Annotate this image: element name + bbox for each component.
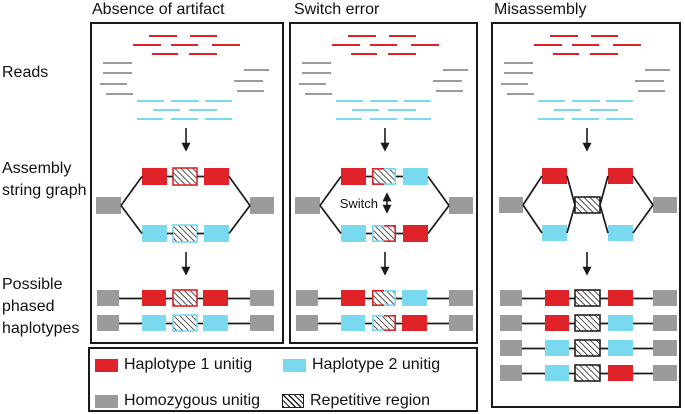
legend-item-homozygous: Homozygous unitig [95, 392, 260, 410]
row-label-assembly-string-graph: Assembly string graph [2, 160, 87, 199]
row-label-possible-phased-haplotypes: Possible phased haplotypes [2, 276, 80, 337]
repetitive-region-swatch [282, 394, 304, 408]
legend-label-homozygous: Homozygous unitig [124, 392, 261, 409]
haplotype2-swatch [283, 358, 306, 372]
row-label-reads: Reads [2, 64, 49, 81]
legend-item-repetitive: Repetitive region [282, 392, 430, 410]
legend-label-haplotype2: Haplotype 2 unitig [312, 356, 441, 373]
panel-title-switch-error: Switch error [294, 1, 380, 18]
panel-title-absence-of-artifact: Absence of artifact [92, 1, 225, 18]
homozygous-swatch [95, 394, 118, 408]
legend-label-haplotype1: Haplotype 1 unitig [124, 356, 253, 373]
legend-item-haplotype1: Haplotype 1 unitig [95, 356, 252, 374]
haplotype1-swatch [95, 358, 118, 372]
legend-item-haplotype2: Haplotype 2 unitig [283, 356, 440, 374]
legend-box: Haplotype 1 unitig Haplotype 2 unitig Ho… [88, 347, 478, 412]
svg-text:Switch: Switch [340, 196, 378, 211]
panel-title-misassembly: Misassembly [494, 1, 587, 18]
legend-label-repetitive: Repetitive region [310, 392, 431, 409]
